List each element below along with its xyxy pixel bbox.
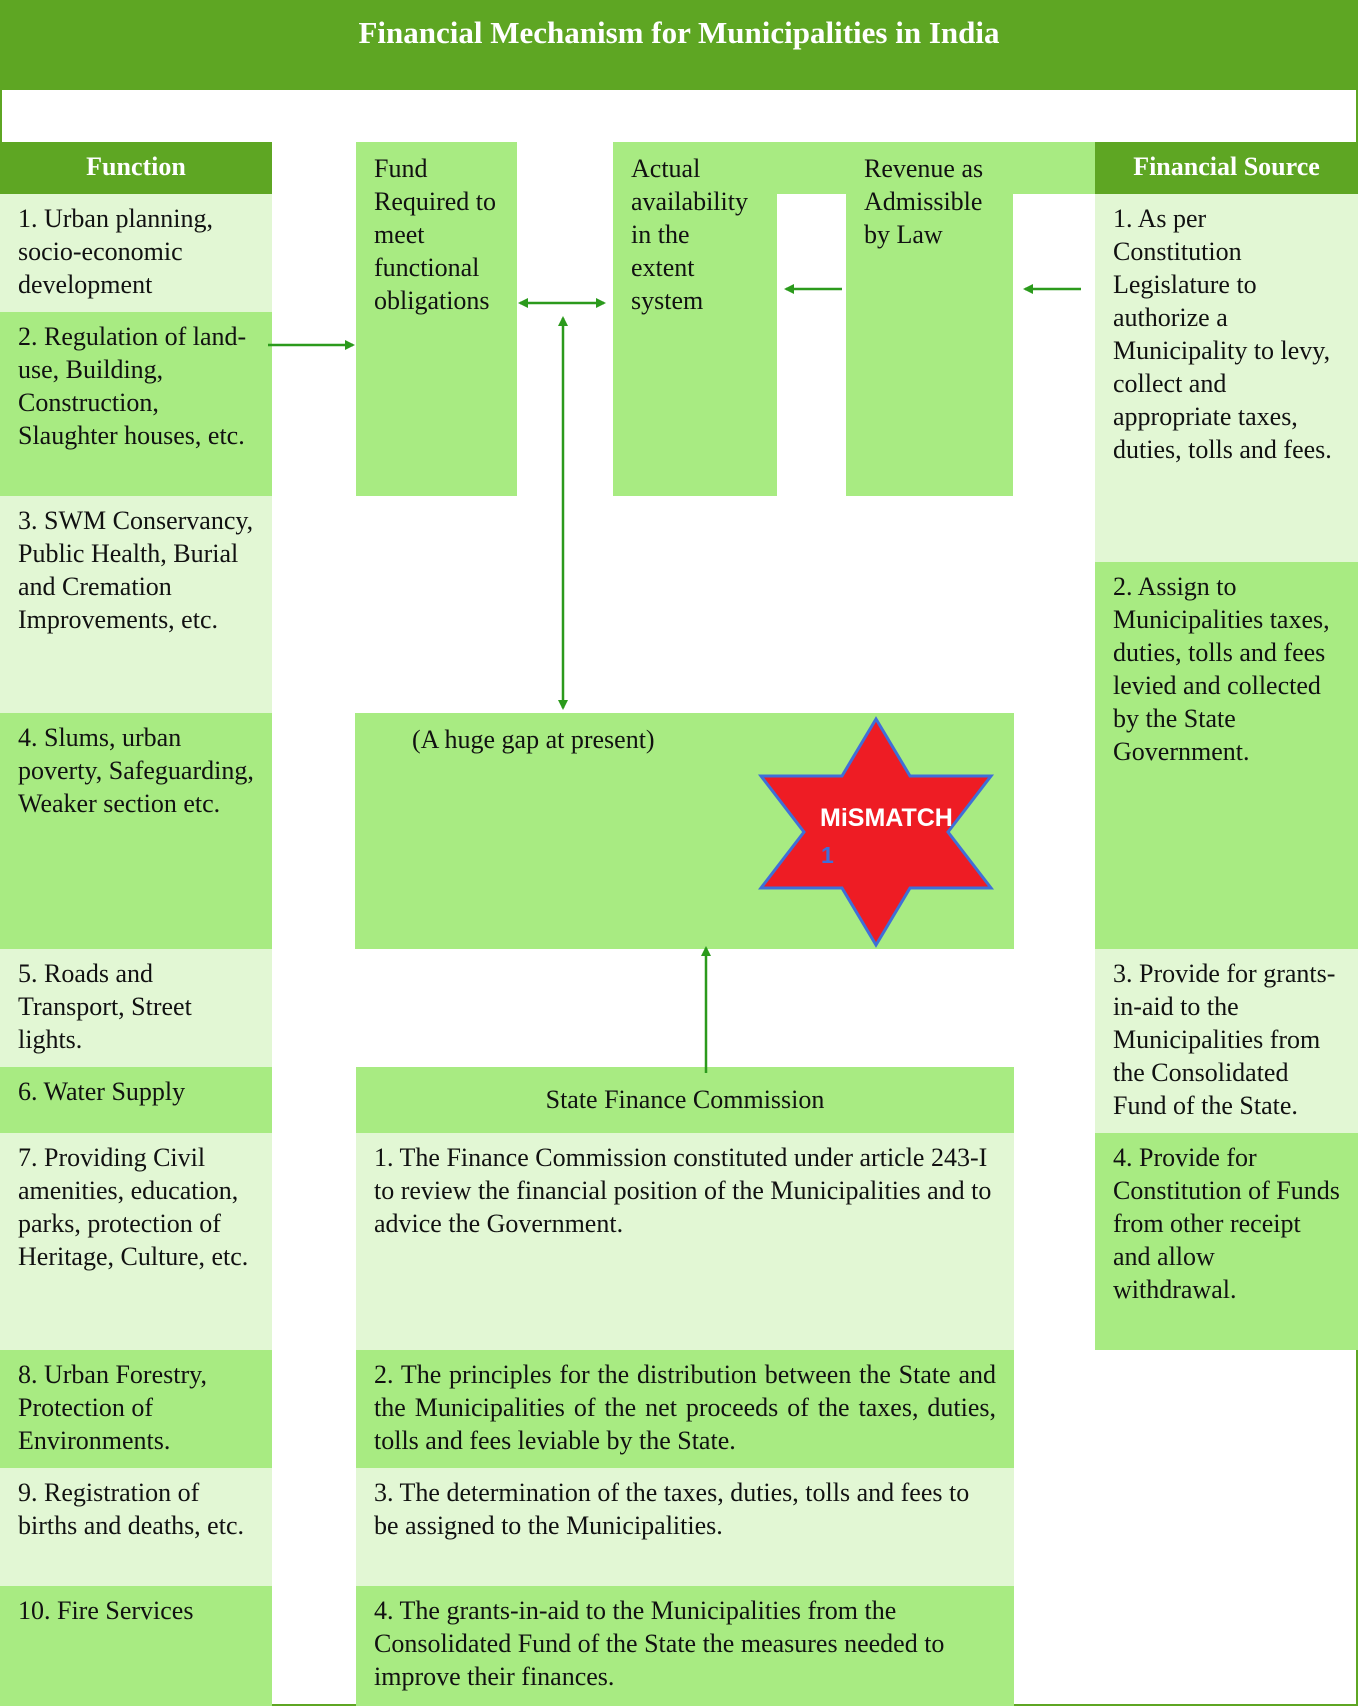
- source-item-3: 3. Provide for grants-in-aid to the Muni…: [1095, 949, 1358, 1133]
- source-item-2: 2. Assign to Municipalities taxes, dutie…: [1095, 562, 1358, 949]
- source-item-1: 1. As per Constitution Legislature to au…: [1095, 194, 1358, 562]
- source-item-4: 4. Provide for Constitution of Funds fro…: [1095, 1133, 1358, 1350]
- mismatch-number: 1: [821, 842, 834, 868]
- function-item-3: 3. SWM Conservancy, Public Health, Buria…: [0, 496, 272, 713]
- function-item-1: 1. Urban planning, socio-economic develo…: [0, 194, 272, 312]
- financial-source-header-label: Financial Source: [1133, 152, 1320, 181]
- function-item-10: 10. Fire Services: [0, 1586, 272, 1706]
- financial-source-header: Financial Source: [1095, 142, 1358, 194]
- revenue-admissible-box: Revenue as Admissible by Law: [846, 142, 1013, 496]
- function-item-9: 9. Registration of births and deaths, et…: [0, 1468, 272, 1586]
- function-header-label: Function: [86, 152, 186, 181]
- sfc-item-4: 4. The grants-in-aid to the Municipaliti…: [356, 1586, 1014, 1706]
- mismatch-label: MiSMATCH: [820, 804, 953, 832]
- function-item-2: 2. Regulation of land-use, Building, Con…: [0, 312, 272, 496]
- sfc-header: State Finance Commission: [356, 1067, 1014, 1133]
- function-item-7: 7. Providing Civil amenities, education,…: [0, 1133, 272, 1350]
- function-item-4: 4. Slums, urban poverty, Safeguarding, W…: [0, 713, 272, 949]
- sfc-item-1: 1. The Finance Commission constituted un…: [356, 1133, 1014, 1350]
- mismatch-star-icon: [757, 716, 995, 948]
- fund-required-box: Fund Required to meet functional obligat…: [356, 142, 517, 496]
- function-item-8: 8. Urban Forestry, Protection of Environ…: [0, 1350, 272, 1468]
- diagram-title: Financial Mechanism for Municipalities i…: [358, 15, 1000, 50]
- function-header: Function: [0, 142, 272, 194]
- actual-availability-box: Actual availability in the extent system: [613, 142, 777, 496]
- function-item-6: 6. Water Supply: [0, 1067, 272, 1133]
- function-item-5: 5. Roads and Transport, Street lights.: [0, 949, 272, 1067]
- gap-text: (A huge gap at present): [412, 725, 655, 754]
- sfc-item-3: 3. The determination of the taxes, dutie…: [356, 1468, 1014, 1586]
- title-bar: Financial Mechanism for Municipalities i…: [0, 0, 1358, 90]
- sfc-item-2: 2. The principles for the distribution b…: [356, 1350, 1014, 1468]
